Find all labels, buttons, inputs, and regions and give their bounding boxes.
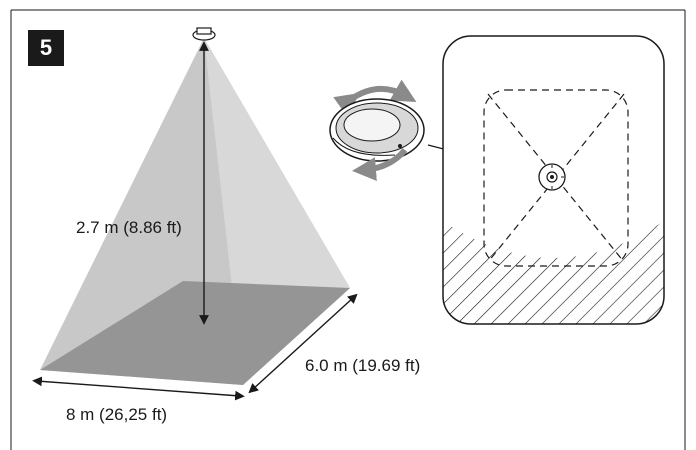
sensor-top-view-icon xyxy=(538,163,566,191)
coverage-zone-outline xyxy=(483,89,629,267)
depth-dimension-label: 6.0 m (19.69 ft) xyxy=(305,356,421,375)
ceiling-sensor-icon xyxy=(192,27,216,41)
width-arrow xyxy=(32,376,245,401)
step-number-badge: 5 xyxy=(28,30,64,66)
sensor-rotation-icon xyxy=(329,79,425,182)
depth-arrow xyxy=(248,293,358,394)
height-dimension-label: 2.7 m (8.86 ft) xyxy=(76,218,182,237)
panel-border xyxy=(10,9,686,450)
width-dimension-label: 8 m (26,25 ft) xyxy=(66,405,168,424)
